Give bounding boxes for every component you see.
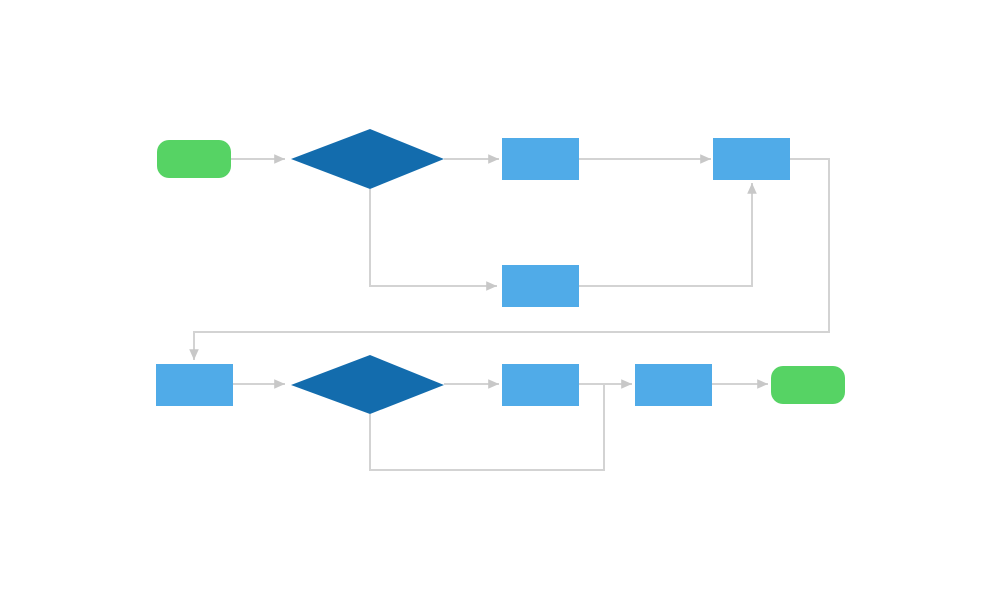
node-process-5[interactable]	[502, 364, 579, 406]
process-5-box[interactable]	[502, 364, 579, 406]
process-4-box[interactable]	[156, 364, 233, 406]
edge-decision-1-to-process-3	[369, 189, 497, 291]
decision-1-diamond-shape[interactable]	[291, 129, 444, 189]
end-terminator-shape[interactable]	[771, 366, 845, 404]
node-end[interactable]	[771, 366, 845, 404]
edge-decision-2-to-process-6	[369, 384, 605, 471]
decision-2-diamond-shape[interactable]	[291, 355, 444, 414]
node-process-6[interactable]	[635, 364, 712, 406]
node-decision-1[interactable]	[291, 129, 444, 189]
node-process-3[interactable]	[502, 265, 579, 307]
node-process-2[interactable]	[713, 138, 790, 180]
node-start[interactable]	[157, 140, 231, 178]
process-2-box[interactable]	[713, 138, 790, 180]
process-6-box[interactable]	[635, 364, 712, 406]
node-process-4[interactable]	[156, 364, 233, 406]
node-process-1[interactable]	[502, 138, 579, 180]
edge-process-3-to-process-2	[579, 183, 757, 287]
edge-process-2-to-process-4	[189, 158, 830, 360]
connectors	[189, 154, 830, 471]
node-decision-2[interactable]	[291, 355, 444, 414]
process-3-box[interactable]	[502, 265, 579, 307]
process-1-box[interactable]	[502, 138, 579, 180]
start-terminator-shape[interactable]	[157, 140, 231, 178]
